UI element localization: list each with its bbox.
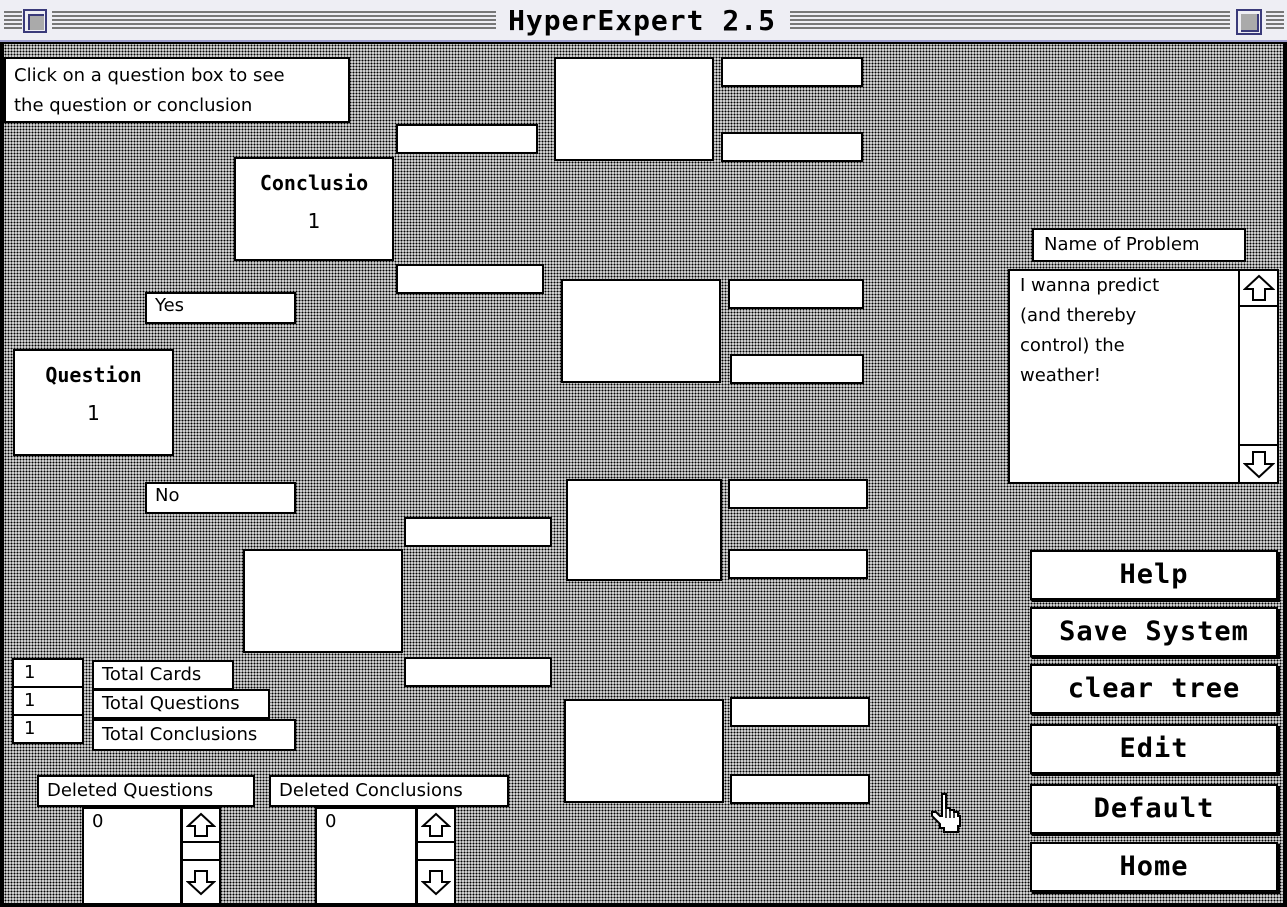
default-button[interactable]: Default — [1030, 784, 1278, 834]
deleted-questions-list[interactable]: 0 — [82, 807, 182, 903]
total-cards-value: 1 — [12, 658, 84, 688]
help-button[interactable]: Help — [1030, 550, 1278, 600]
conclusion-node-title: Conclusio — [259, 171, 369, 195]
title-stripes-right-edge — [1266, 11, 1284, 31]
instructions-line-1: Click on a question box to see — [14, 65, 285, 86]
close-box-icon[interactable] — [23, 9, 47, 33]
tree-branch-field[interactable] — [721, 57, 863, 87]
deleted-conclusions-value: 0 — [325, 811, 337, 832]
tree-branch-field[interactable] — [396, 264, 544, 294]
tree-node-box[interactable] — [566, 479, 722, 581]
total-cards-label: Total Cards — [92, 660, 234, 690]
arrow-down-icon[interactable] — [1240, 444, 1277, 482]
question-node-title: Question — [45, 363, 142, 387]
zoom-box-icon[interactable] — [1236, 9, 1262, 35]
deleted-questions-label: Deleted Questions — [37, 775, 255, 807]
tree-node-box[interactable] — [564, 699, 724, 803]
question-node[interactable]: Question 1 — [13, 349, 174, 456]
deleted-conclusions-list[interactable]: 0 — [315, 807, 417, 903]
tree-branch-field[interactable] — [404, 517, 552, 547]
total-conclusions-label: Total Conclusions — [92, 719, 296, 751]
no-branch-field[interactable]: No — [145, 482, 296, 514]
arrow-up-icon[interactable] — [183, 809, 219, 843]
deleted-conclusions-label: Deleted Conclusions — [269, 775, 509, 807]
yes-branch-field[interactable]: Yes — [145, 292, 296, 324]
clear-tree-button[interactable]: clear tree — [1030, 664, 1278, 714]
problem-text-line: weather! — [1020, 365, 1101, 386]
tree-branch-field[interactable] — [396, 124, 538, 154]
tree-branch-field[interactable] — [728, 279, 864, 309]
problem-text-line: control) the — [1020, 335, 1125, 356]
tree-branch-field[interactable] — [728, 549, 868, 579]
arrow-up-icon[interactable] — [418, 809, 454, 843]
total-questions-value: 1 — [12, 686, 84, 716]
tree-branch-field[interactable] — [730, 697, 870, 727]
total-conclusions-value: 1 — [12, 714, 84, 744]
conclusion-node-number: 1 — [307, 209, 321, 233]
edit-button[interactable]: Edit — [1030, 724, 1278, 774]
tree-node-box[interactable] — [561, 279, 721, 383]
window-title-bar[interactable]: HyperExpert 2.5 — [0, 0, 1287, 42]
tree-branch-field[interactable] — [730, 354, 864, 384]
hand-cursor-icon — [928, 792, 968, 836]
tree-branch-field[interactable] — [721, 132, 863, 162]
problem-text-line: (and thereby — [1020, 305, 1137, 326]
instructions-line-2: the question or conclusion — [14, 95, 253, 116]
conclusion-node[interactable]: Conclusio 1 — [234, 157, 394, 261]
deleted-questions-value: 0 — [92, 811, 104, 832]
tree-node-box[interactable] — [554, 57, 714, 161]
title-stripes-left-edge — [4, 11, 22, 31]
total-questions-label: Total Questions — [92, 689, 270, 719]
arrow-down-icon[interactable] — [418, 859, 454, 903]
tree-node-box[interactable] — [243, 549, 403, 653]
title-stripes-left — [52, 11, 496, 31]
problem-text-field[interactable]: I wanna predict (and thereby control) th… — [1008, 269, 1240, 484]
problem-name-label: Name of Problem — [1032, 228, 1246, 262]
deleted-questions-scrollbar[interactable] — [181, 807, 221, 903]
window-title: HyperExpert 2.5 — [496, 4, 788, 38]
instructions-box: Click on a question box to see the quest… — [4, 57, 350, 123]
deleted-conclusions-scrollbar[interactable] — [416, 807, 456, 903]
save-system-button[interactable]: Save System — [1030, 607, 1278, 657]
problem-scrollbar[interactable] — [1238, 269, 1279, 484]
tree-branch-field[interactable] — [728, 479, 868, 509]
question-node-number: 1 — [87, 401, 100, 425]
problem-text-line: I wanna predict — [1020, 275, 1160, 296]
tree-branch-field[interactable] — [404, 657, 552, 687]
arrow-down-icon[interactable] — [183, 859, 219, 903]
arrow-up-icon[interactable] — [1240, 271, 1277, 307]
title-stripes-right — [790, 11, 1230, 31]
home-button[interactable]: Home — [1030, 842, 1278, 892]
card-area: Click on a question box to see the quest… — [4, 44, 1283, 903]
tree-branch-field[interactable] — [730, 774, 870, 804]
